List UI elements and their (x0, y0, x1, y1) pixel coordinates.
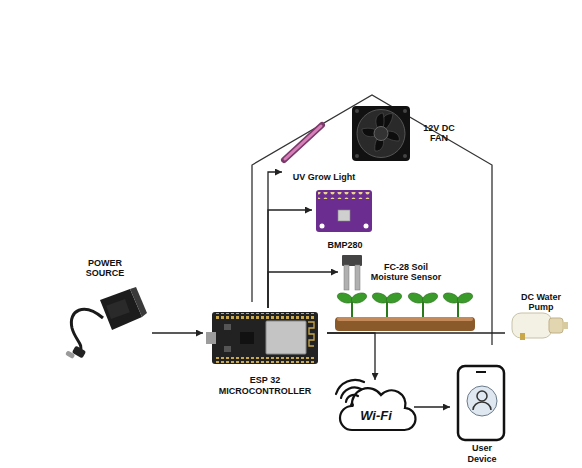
component-node: Wi-Fi (338, 380, 414, 430)
component-label: DC Water Pump (515, 292, 567, 313)
component-node: UV Grow Light (282, 120, 366, 182)
component-node: DC Water Pump (505, 292, 577, 342)
component-label: FC-28 Soil Moisture Sensor (366, 262, 446, 283)
component-label: BMP280 (327, 240, 362, 250)
connector-arrow (268, 210, 312, 308)
connector-arrow (327, 333, 375, 380)
fan-icon (352, 106, 410, 161)
connector-arrow (268, 172, 282, 308)
wifi-cloud-icon (336, 380, 416, 430)
connector-arrow (152, 332, 203, 333)
uv-light-icon (284, 125, 322, 160)
component-node: ESP 32 MICROCONTROLLER (203, 308, 327, 396)
soil-sensor-icon (342, 255, 362, 290)
plants-illustration (335, 291, 475, 331)
phone-icon (458, 366, 504, 440)
power-adapter-icon (65, 287, 147, 359)
component-node: POWER SOURCE (58, 258, 152, 354)
connector-arrow (268, 272, 338, 308)
component-node: FC-28 Soil Moisture Sensor (338, 252, 478, 292)
connector-arrow (414, 406, 450, 407)
component-label: User Device (460, 443, 504, 464)
component-node: BMP280 (312, 188, 378, 250)
water-pump-icon (512, 313, 568, 340)
bmp280-board-icon (316, 190, 372, 232)
component-label: Wi-Fi (360, 409, 392, 424)
esp32-board-icon (206, 312, 318, 364)
component-label: ESP 32 MICROCONTROLLER (215, 375, 315, 396)
component-label: POWER SOURCE (79, 258, 131, 279)
component-node: 12V DC FAN (348, 103, 468, 163)
component-node: User Device (450, 362, 514, 464)
component-label: UV Grow Light (293, 172, 356, 182)
component-label: 12V DC FAN (416, 123, 462, 144)
house-outline (252, 95, 492, 345)
